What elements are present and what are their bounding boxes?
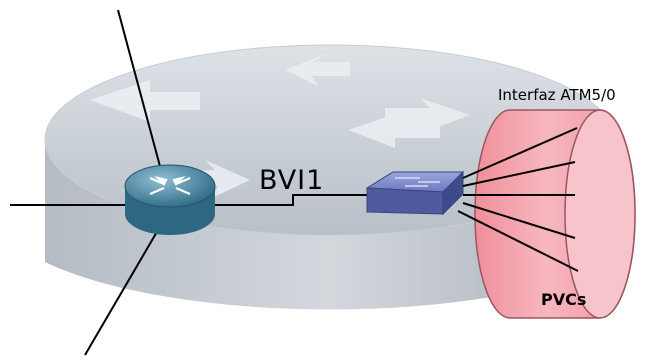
bvi-label: BVI1 [259, 165, 325, 196]
pvc-lines [457, 127, 579, 272]
router-icon [124, 164, 216, 235]
interface-label: Interfaz ATM5/0 [498, 86, 616, 104]
bvi-link [210, 194, 380, 206]
pvcs-label: PVCs [541, 290, 587, 309]
switch-icon [365, 170, 465, 216]
atm-cylinder-icon [474, 109, 636, 319]
router-links [10, 9, 380, 356]
